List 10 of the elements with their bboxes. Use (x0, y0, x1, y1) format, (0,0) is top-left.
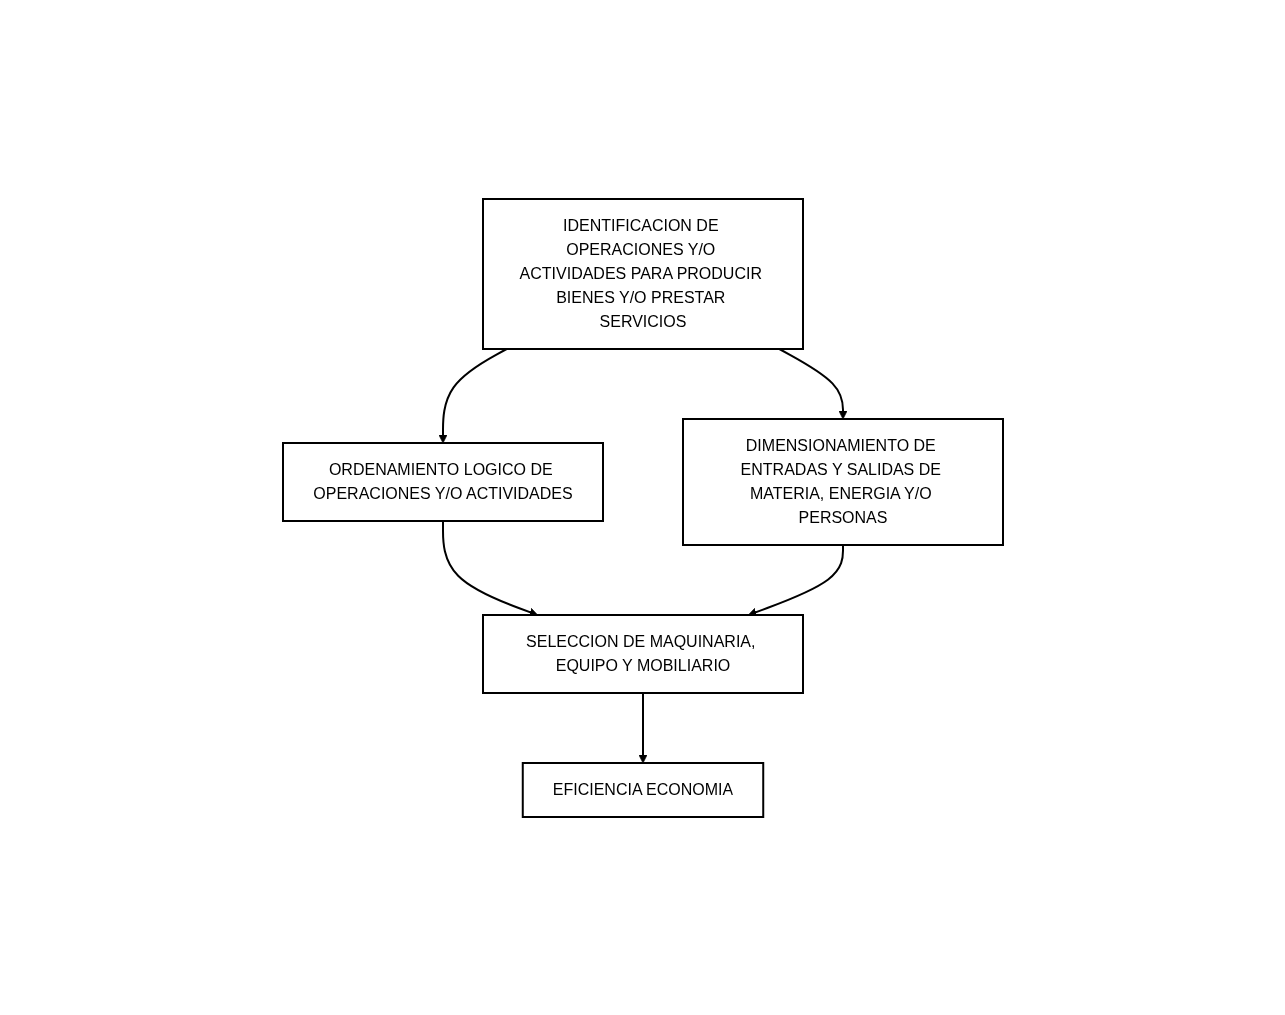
arrow (441, 519, 538, 616)
node-box: IDENTIFICACION DE OPERACIONES Y/O ACTIVIDADES PARA PRODUCIR BIENES Y/O PRESTAR SERVICIOS (481, 197, 804, 350)
node-box: DIMENSIONAMIENTO DE ENTRADAS Y SALIDAS DE MATERIA, ENERGIA Y/O PERSONAS (681, 417, 1004, 546)
node-box: EFICIENCIA ECONOMIA (521, 761, 764, 818)
arrow (638, 691, 647, 763)
arrow (777, 347, 847, 419)
node-box: ORDENAMIENTO LOGICO DE OPERACIONES Y/O ACTIVIDADES (281, 441, 604, 522)
arrow (747, 543, 844, 616)
node-box: SELECCION DE MAQUINARIA, EQUIPO Y MOBILIARIO (481, 613, 804, 694)
arrow (438, 347, 508, 443)
